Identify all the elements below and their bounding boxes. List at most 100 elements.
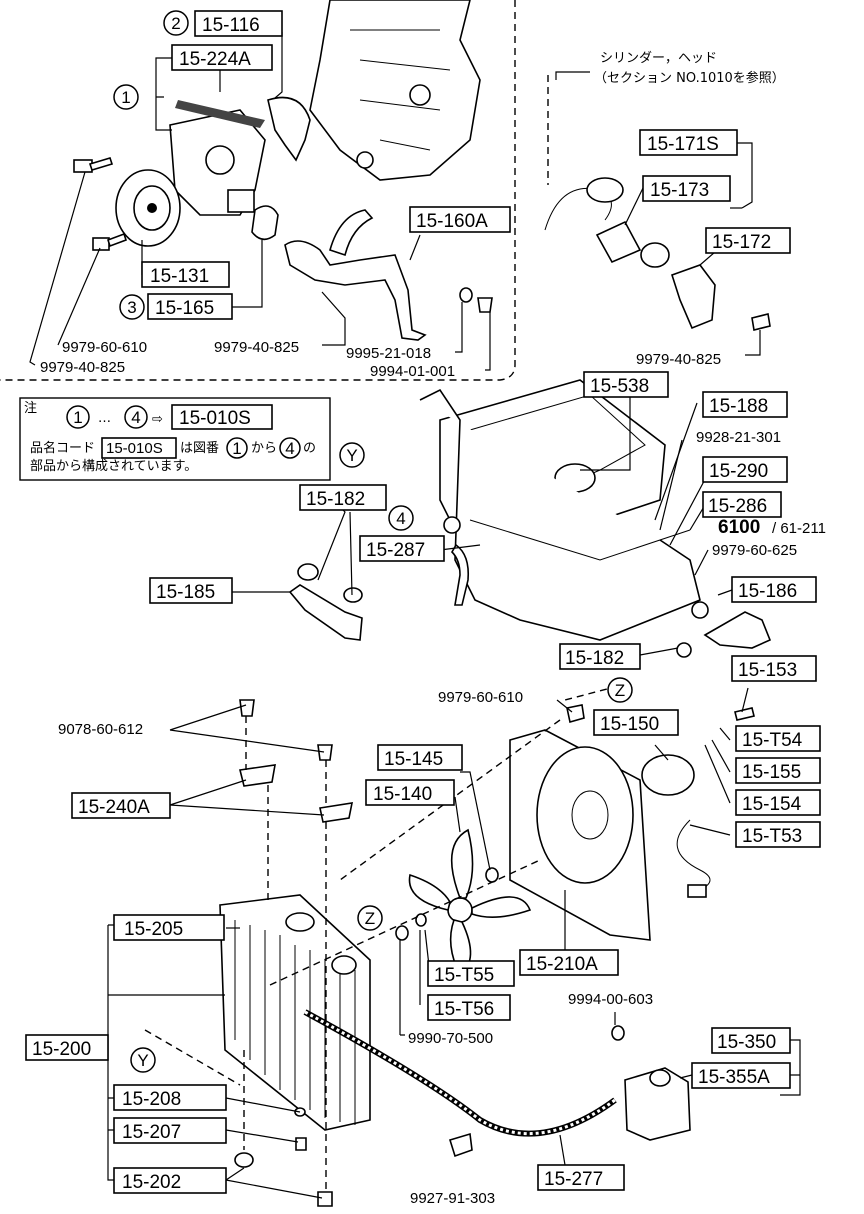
part-label-15-185[interactable]: 15-185 — [149, 577, 233, 604]
part-label-15-145[interactable]: 15-145 — [377, 744, 463, 771]
svg-text:15-224A: 15-224A — [179, 49, 251, 70]
part-label-15-355A[interactable]: 15-355A — [691, 1062, 791, 1089]
svg-text:15-240A: 15-240A — [78, 797, 150, 818]
part-label-15-173[interactable]: 15-173 — [642, 175, 731, 202]
bolt-label-9979-40-825-right[interactable]: 9979-40-825 — [636, 351, 721, 368]
part-label-15-131[interactable]: 15-131 — [141, 261, 230, 288]
part-label-15-277[interactable]: 15-277 — [537, 1164, 625, 1191]
svg-text:部品から構成されています。: 部品から構成されています。 — [30, 459, 197, 474]
hose-186-drawing — [676, 601, 772, 658]
svg-text:15-185: 15-185 — [156, 582, 215, 603]
part-label-15-153[interactable]: 15-153 — [731, 655, 817, 682]
svg-text:15-T56: 15-T56 — [434, 999, 494, 1020]
svg-text:15-287: 15-287 — [366, 540, 425, 561]
svg-text:15-140: 15-140 — [373, 784, 432, 805]
svg-text:から: から — [251, 441, 277, 456]
part-label-15-T53[interactable]: 15-T53 — [735, 821, 821, 848]
part-label-15-165[interactable]: 15-165 — [147, 293, 233, 320]
part-label-15-350[interactable]: 15-350 — [711, 1027, 791, 1054]
part-label-15-T55[interactable]: 15-T55 — [427, 960, 515, 987]
bolt-label-9979-40-825-left[interactable]: 9979-40-825 — [40, 359, 125, 376]
part-label-15-224A[interactable]: 15-224A — [171, 44, 273, 71]
svg-text:15-172: 15-172 — [712, 232, 771, 253]
bolt-label-9078-60-612[interactable]: 9078-60-612 — [58, 721, 143, 738]
svg-text:15-154: 15-154 — [742, 794, 802, 815]
part-label-15-205[interactable]: 15-205 — [113, 914, 225, 941]
part-label-15-186[interactable]: 15-186 — [731, 576, 817, 603]
gasket-drawing — [251, 205, 279, 241]
svg-text:15-010S: 15-010S — [106, 440, 163, 457]
fan-motor-drawing — [641, 707, 755, 898]
section-reference-6100[interactable]: 6100 / 61-211 — [718, 517, 826, 538]
part-label-15-538[interactable]: 15-538 — [583, 371, 669, 398]
bolt-label-9927-91-303[interactable]: 9927-91-303 — [410, 1190, 495, 1207]
bolt-label-9990-70-500[interactable]: 9990-70-500 — [408, 1030, 493, 1047]
svg-text:15-010S: 15-010S — [179, 408, 251, 429]
svg-text:15-208: 15-208 — [122, 1089, 181, 1110]
svg-text:15-202: 15-202 — [122, 1172, 181, 1193]
part-label-15-T54[interactable]: 15-T54 — [735, 725, 821, 752]
callout-3: 3 — [119, 294, 145, 320]
part-label-15-210A[interactable]: 15-210A — [519, 949, 619, 976]
callout-y-bottom: Y — [130, 1047, 156, 1073]
part-label-15-286[interactable]: 15-286 — [702, 491, 782, 518]
part-label-15-150[interactable]: 15-150 — [593, 709, 679, 736]
svg-text:Z: Z — [365, 909, 375, 928]
reservoir-tank-drawing — [611, 1025, 691, 1141]
part-label-15-171S[interactable]: 15-171S — [639, 129, 738, 156]
callout-z-bottom: Z — [357, 905, 383, 931]
bolt-label-9979-40-825-mid[interactable]: 9979-40-825 — [214, 339, 299, 356]
part-label-15-202[interactable]: 15-202 — [113, 1167, 227, 1194]
svg-text:1: 1 — [121, 88, 130, 107]
bolt-label-9995-21-018[interactable]: 9995-21-018 — [346, 345, 431, 362]
part-label-15-160A[interactable]: 15-160A — [409, 206, 511, 233]
water-pump-drawing — [169, 96, 311, 216]
bolt-label-9928-21-301[interactable]: 9928-21-301 — [696, 429, 781, 446]
bolt-label-9979-60-610-top[interactable]: 9979-60-610 — [62, 339, 147, 356]
svg-text:4: 4 — [285, 439, 294, 458]
part-label-15-154[interactable]: 15-154 — [735, 789, 821, 816]
part-label-15-208[interactable]: 15-208 — [113, 1084, 227, 1111]
callout-4: 4 — [388, 505, 414, 531]
svg-text:15-200: 15-200 — [32, 1039, 91, 1060]
part-label-15-240A[interactable]: 15-240A — [71, 792, 171, 819]
part-label-15-287[interactable]: 15-287 — [359, 535, 445, 562]
reference-line-1: シリンダー，ヘッド — [600, 51, 717, 66]
bolt-label-9979-60-610-mid[interactable]: 9979-60-610 — [438, 689, 523, 706]
part-label-15-182-lower[interactable]: 15-182 — [559, 643, 641, 670]
engine-block-drawing — [309, 0, 481, 181]
cylinder-head-drawing — [419, 379, 701, 641]
water-pipe-drawing — [284, 209, 493, 341]
part-label-15-116[interactable]: 15-116 — [194, 10, 283, 37]
svg-text:2: 2 — [171, 14, 180, 33]
radiator-bottom-parts — [234, 1107, 333, 1207]
part-label-15-200[interactable]: 15-200 — [25, 1034, 109, 1061]
svg-text:4: 4 — [131, 408, 140, 427]
bolt-drawing-left — [73, 157, 128, 251]
pulley-drawing — [115, 169, 181, 247]
svg-text:3: 3 — [127, 298, 136, 317]
svg-text:は図番: は図番 — [180, 441, 219, 456]
part-label-15-182-upper[interactable]: 15-182 — [299, 484, 387, 511]
part-label-15-290[interactable]: 15-290 — [702, 456, 788, 483]
bolt-label-9994-00-603[interactable]: 9994-00-603 — [568, 991, 653, 1008]
svg-text:1: 1 — [232, 439, 241, 458]
callout-y-top: Y — [339, 442, 365, 468]
section-frame — [0, 0, 516, 381]
part-label-15-T56[interactable]: 15-T56 — [427, 994, 511, 1021]
fan-blade-drawing — [395, 828, 532, 977]
radiator-drawing — [219, 894, 371, 1131]
fan-shroud-drawing — [509, 729, 651, 941]
callout-2: 2 — [163, 10, 189, 36]
part-label-15-172[interactable]: 15-172 — [705, 227, 791, 254]
svg-text:4: 4 — [396, 509, 405, 528]
reference-leader — [555, 71, 590, 80]
clip-drawing — [448, 1132, 473, 1158]
bolt-label-9994-01-001[interactable]: 9994-01-001 — [370, 363, 455, 380]
bolt-label-9979-60-625[interactable]: 9979-60-625 — [712, 542, 797, 559]
part-label-15-155[interactable]: 15-155 — [735, 757, 821, 784]
part-label-15-188[interactable]: 15-188 — [702, 391, 788, 418]
svg-text:15-160A: 15-160A — [416, 211, 488, 232]
part-label-15-140[interactable]: 15-140 — [365, 779, 455, 806]
part-label-15-207[interactable]: 15-207 — [113, 1117, 227, 1144]
